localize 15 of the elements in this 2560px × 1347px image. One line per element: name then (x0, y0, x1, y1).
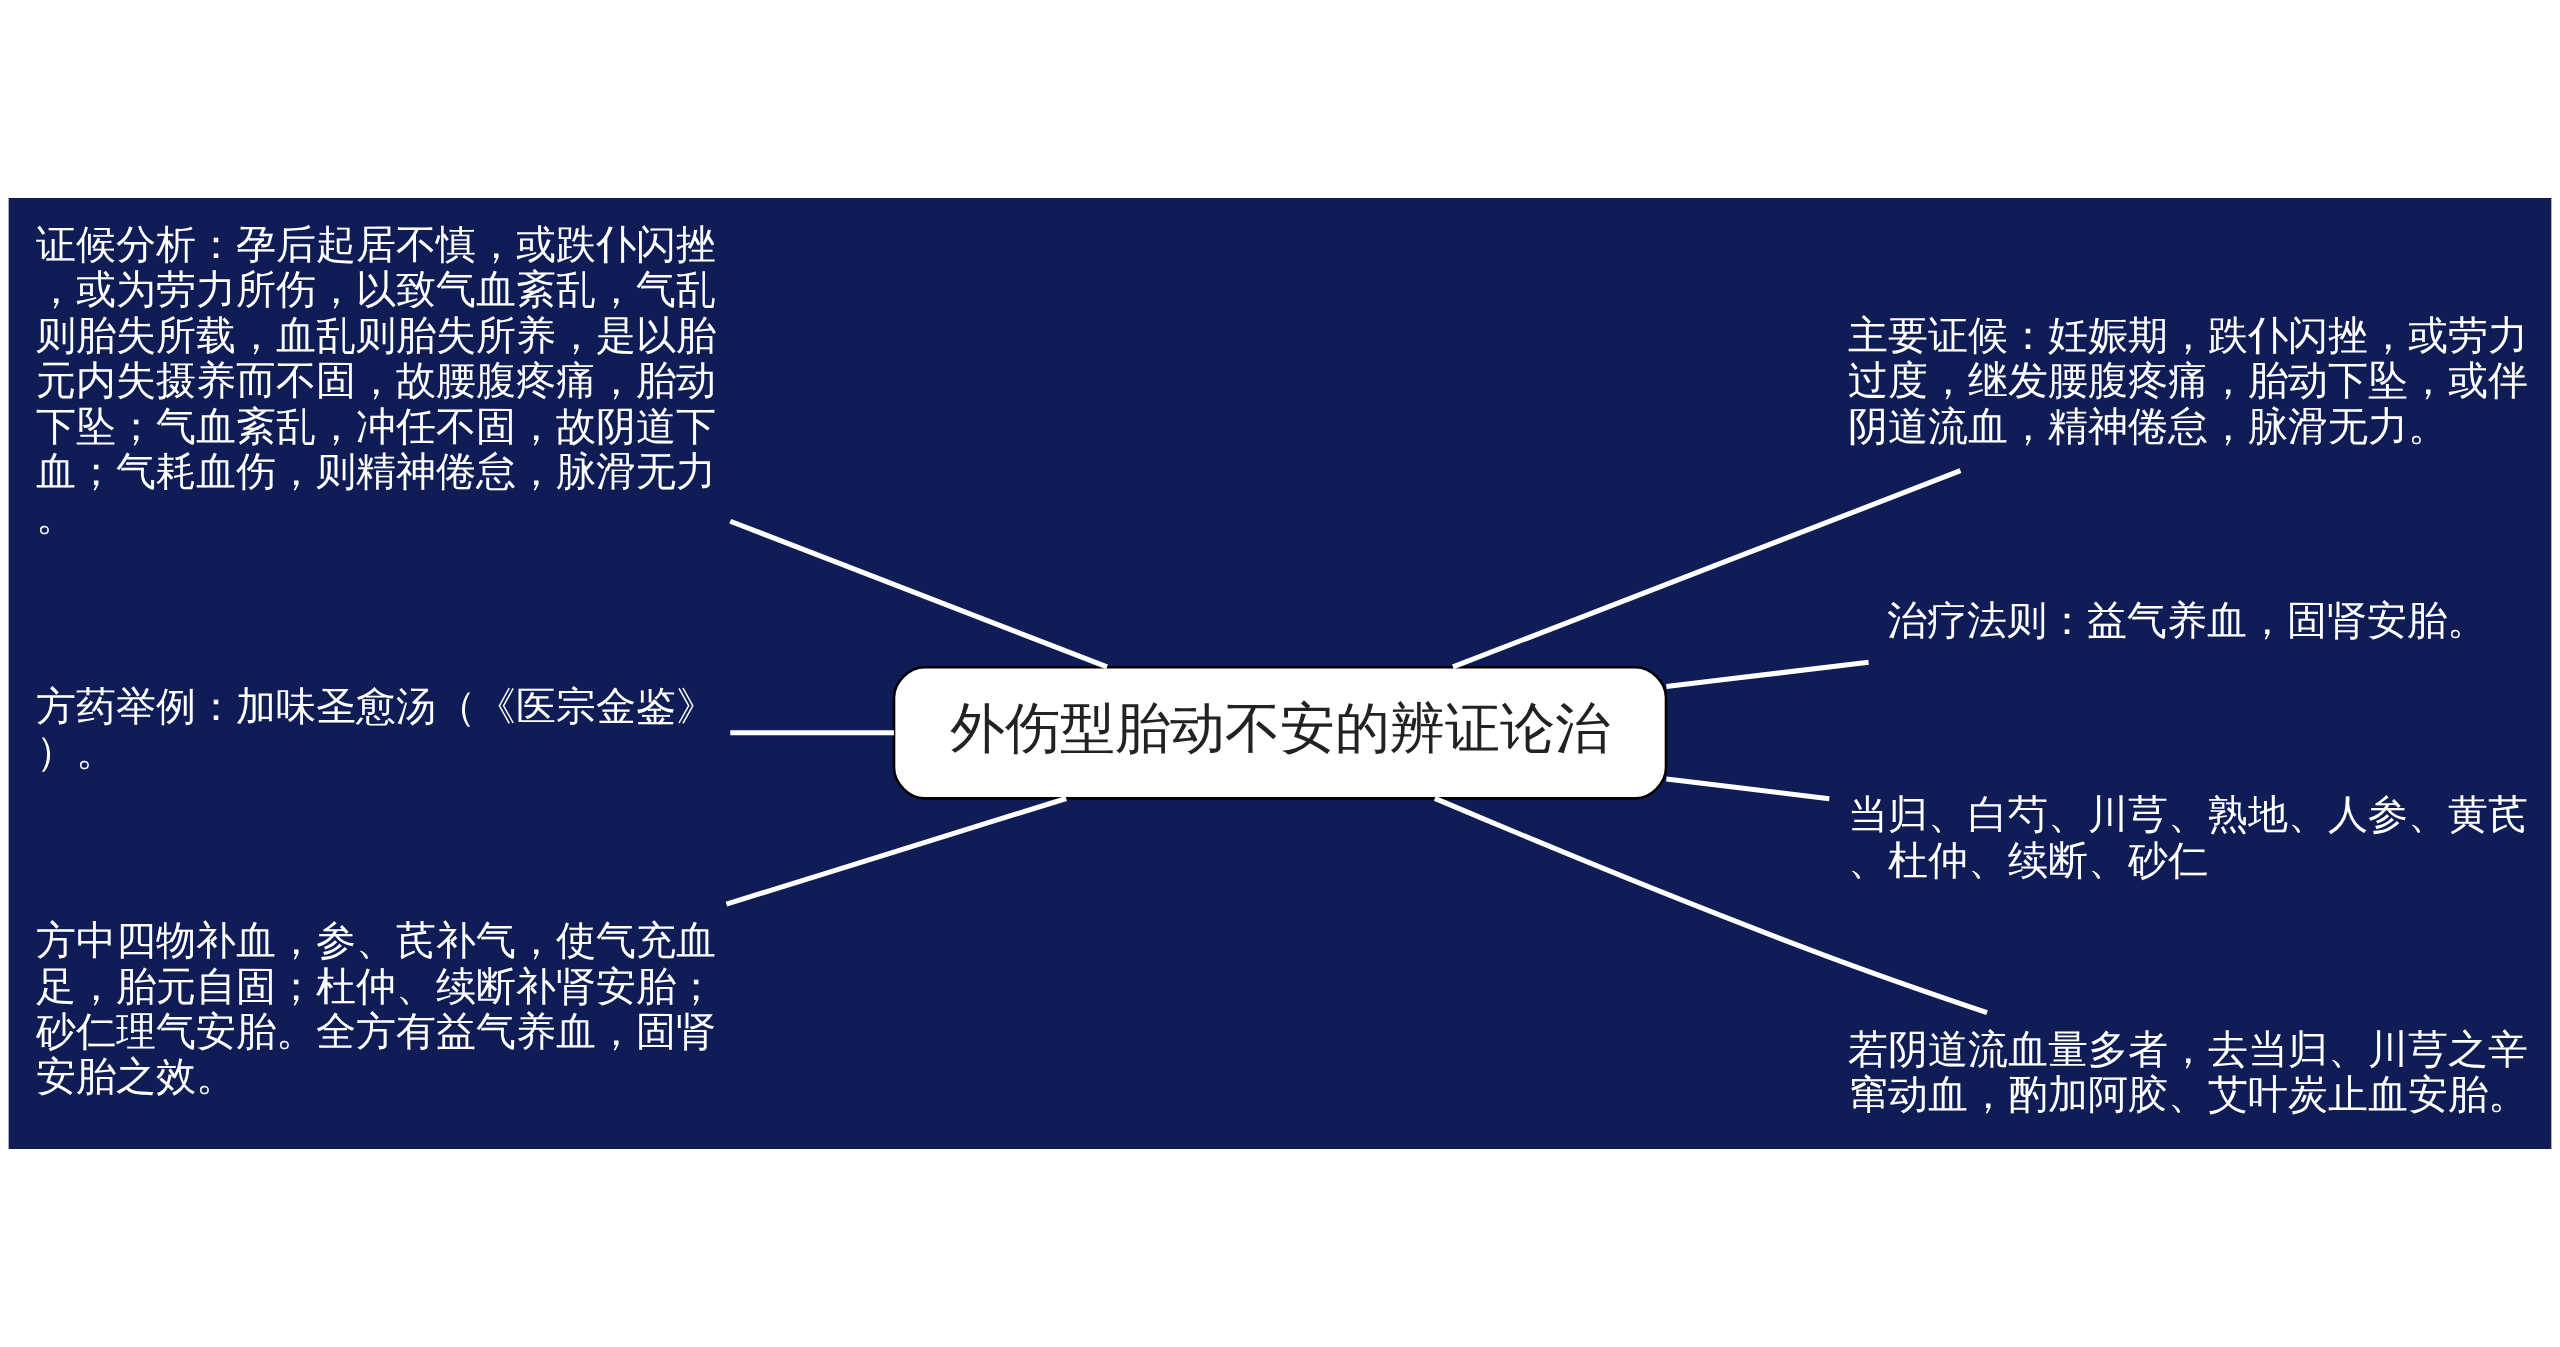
connector (1452, 468, 1962, 670)
node-text: 证候分析：孕后起居不慎，或跌仆闪挫，或为劳力所伤，以致气血紊乱，气乱则胎失所载，血乱则胎失所养，是以胎元内失摄养而不固，故腰腹疼痛，胎动下坠；气血紊乱，冲任不固，故阴道下血；气耗血伤，则精神倦怠，脉滑无力。 (36, 221, 717, 541)
connector (1666, 659, 1869, 690)
connector (1666, 776, 1830, 802)
node-text: 主要证候：妊娠期，跌仆闪挫，或劳力过度，继发腰腹疼痛，胎动下坠，或伴阴道流血，精神倦怠，脉滑无力。 (1847, 311, 2528, 450)
connector (1433, 796, 1988, 1015)
node-text: 方药举例：加味圣愈汤（《医宗金鉴》）。 (36, 682, 717, 776)
node-text: 当归、白芍、川芎、熟地、人参、黄芪、杜仲、续断、砂仁 (1847, 791, 2528, 884)
connector (729, 518, 1108, 670)
node-text: 方中四物补血，参、芪补气，使气充血足，胎元自固；杜仲、续断补肾安胎；砂仁理气安胎。全方有益气养血，固肾安胎之效。 (36, 917, 717, 1101)
node-text: 治疗法则：益气养血，固肾安胎。 (1886, 596, 2487, 644)
connector (725, 796, 1067, 907)
connector (730, 730, 894, 736)
node-box: 外伤型胎动不安的辨证论治 (892, 665, 1668, 800)
node-text: 若阴道流血量多者，去当归、川芎之辛窜动血，酌加阿胶、艾叶炭止血安胎。 (1847, 1025, 2528, 1119)
